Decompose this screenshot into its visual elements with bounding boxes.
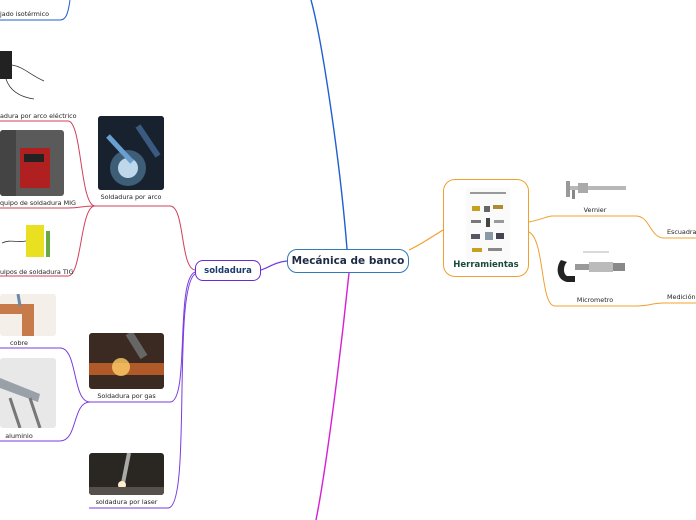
link-central-top xyxy=(310,0,348,250)
herramientas-image xyxy=(466,188,510,260)
soldadura-laser-image xyxy=(89,453,164,495)
link-herr-vernier xyxy=(528,215,636,223)
link-herr-micrometro xyxy=(528,231,636,307)
micrometro-image xyxy=(553,248,637,290)
link-sold-gas xyxy=(90,271,196,403)
link-arco-tig xyxy=(0,205,96,277)
aluminio-image xyxy=(0,358,56,428)
soldadura-laser-label: soldadura por laser xyxy=(95,498,158,506)
escuadra-label: Escuadra c xyxy=(667,228,696,236)
central-topic-label: Mecánica de banco xyxy=(291,255,405,267)
link-sold-arco xyxy=(95,205,196,271)
tig-label: uipos de soldadura TIG xyxy=(0,268,74,276)
arco-electrico-label: adura por arco eléctrico xyxy=(0,112,77,120)
link-arco-electrico xyxy=(0,120,96,207)
soldadura-arco-image xyxy=(98,116,164,190)
link-central-bottom xyxy=(315,272,350,520)
vernier-label: Vernier xyxy=(583,206,607,214)
link-central-herramientas xyxy=(408,229,444,251)
soldadura-gas-label: Soldadura por gas xyxy=(97,392,156,400)
link-central-soldadura xyxy=(260,260,288,271)
link-isotermico xyxy=(0,0,71,21)
central-topic[interactable]: Mecánica de banco xyxy=(287,249,409,273)
arco-electrico-image xyxy=(0,45,56,107)
link-gas-cobre xyxy=(0,347,91,403)
link-vernier-escuadra xyxy=(635,215,696,239)
herramientas-topic[interactable]: Herramientas xyxy=(443,179,529,277)
vernier-image xyxy=(560,178,630,202)
aluminio-label: aluminio xyxy=(5,432,33,440)
isotermico-label: jado isotérmico xyxy=(0,10,50,18)
soldadura-topic-label: soldadura xyxy=(204,265,252,276)
soldadura-topic[interactable]: soldadura xyxy=(195,260,261,281)
micrometro-label: Micrometro xyxy=(576,296,614,304)
cobre-image xyxy=(0,294,56,336)
link-arco-mig xyxy=(0,205,96,209)
soldadura-gas-image xyxy=(89,333,164,389)
herramientas-topic-label: Herramientas xyxy=(453,260,519,270)
tig-image xyxy=(0,213,56,265)
medicion-label: Medición d xyxy=(667,293,696,301)
cobre-label: cobre xyxy=(10,339,28,347)
link-sold-laser xyxy=(89,273,196,509)
mig-image xyxy=(0,130,64,196)
mig-label: quipo de soldadura MIG xyxy=(0,199,76,207)
link-gas-aluminio xyxy=(0,401,91,442)
link-micro-medicion xyxy=(635,302,696,307)
soldadura-arco-label: Soldadura por arco xyxy=(100,193,162,201)
